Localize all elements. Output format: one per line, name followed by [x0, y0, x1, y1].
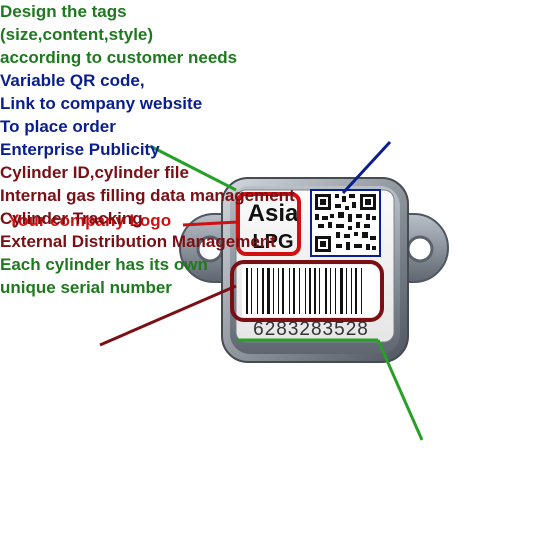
qr-code-annotation: Variable QR code, Link to company websit… — [0, 69, 550, 161]
barcode-bar — [330, 268, 331, 314]
barcode-bar — [314, 268, 316, 314]
barcode-bar — [355, 268, 357, 314]
cylinder-line-2: Internal gas filling data management — [0, 186, 295, 205]
serial-pointer-line — [376, 339, 424, 441]
barcode-bar — [309, 268, 311, 314]
qr-line-4: Enterprise Publicity — [0, 140, 160, 159]
barcode: 6283283528 — [242, 265, 380, 340]
barcode-bar — [257, 268, 258, 314]
barcode-bar — [319, 268, 320, 314]
qr-line-2: Link to company website — [0, 94, 203, 113]
logo-highlight — [236, 192, 301, 256]
cylinder-line-1: Cylinder ID,cylinder file — [0, 163, 189, 182]
barcode-bar — [361, 268, 362, 314]
barcode-bar — [289, 268, 290, 314]
company-logo-annotation: Your company Logo — [8, 211, 172, 230]
design-tags-annotation: Design the tags (size,content,style) acc… — [0, 0, 550, 69]
barcode-bar — [273, 268, 274, 314]
barcode-bar — [282, 268, 284, 314]
serial-number-annotation: Each cylinder has its own unique serial … — [0, 253, 550, 299]
qr-pointer-line — [341, 140, 392, 195]
barcode-bar — [299, 268, 300, 314]
barcode-bar — [293, 268, 295, 314]
design-pointer-line — [149, 144, 237, 192]
barcode-bar — [262, 268, 264, 314]
barcode-bar — [267, 268, 270, 314]
barcode-bar — [346, 268, 347, 314]
design-line-1: Design the tags — [0, 2, 127, 21]
company-logo: Asia LPG — [248, 200, 299, 253]
barcode-bar — [325, 268, 327, 314]
qr-line-3: To place order — [0, 117, 116, 136]
design-line-2: (size,content,style) — [0, 25, 154, 44]
barcode-highlight — [230, 260, 384, 322]
barcode-bar — [351, 268, 352, 314]
barcode-number: 6283283528 — [253, 319, 369, 340]
qr-code — [310, 189, 381, 257]
cylinder-line-3: Cylinder Tracking — [0, 209, 143, 228]
barcode-bar — [246, 268, 248, 314]
design-line-3: according to customer needs — [0, 48, 238, 67]
cylinder-line-4: External Distribution Management — [0, 232, 276, 251]
cylinder-pointer-line — [99, 284, 237, 347]
logo-line1: Asia — [248, 200, 299, 227]
qr-line-1: Variable QR code, — [0, 71, 145, 90]
serial-line-2: unique serial number — [0, 278, 172, 297]
barcode-bar — [340, 268, 343, 314]
logo-pointer-line — [182, 220, 239, 227]
barcode-bar — [251, 268, 252, 314]
barcode-bar — [335, 268, 336, 314]
serial-line-1: Each cylinder has its own — [0, 255, 208, 274]
barcode-bar — [305, 268, 306, 314]
barcode-bar — [278, 268, 279, 314]
logo-line2: LPG — [252, 231, 293, 253]
cylinder-info-annotation: Cylinder ID,cylinder file Internal gas f… — [0, 161, 550, 253]
